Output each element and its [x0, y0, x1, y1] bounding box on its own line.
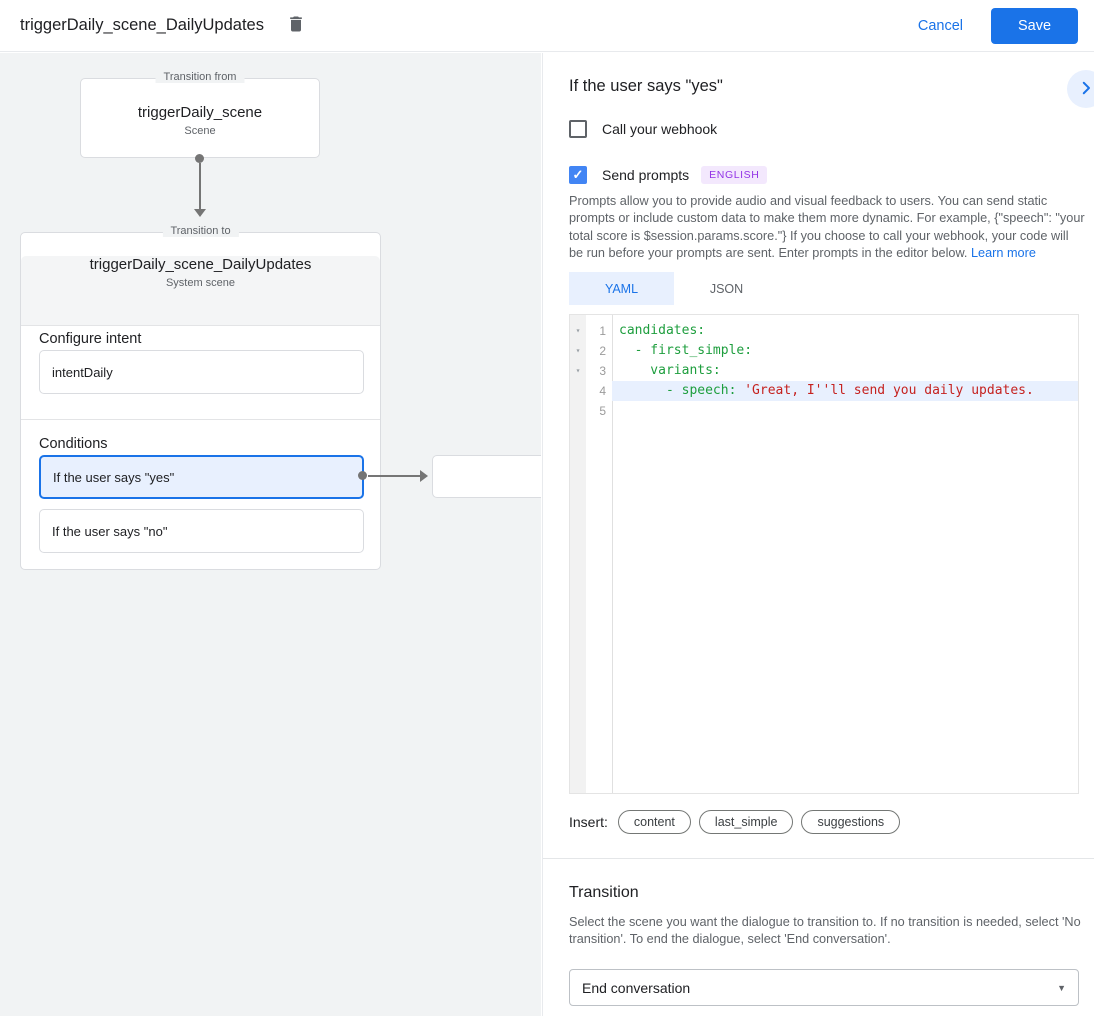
- insert-label: Insert:: [569, 814, 608, 830]
- transition-to-node[interactable]: Transition to triggerDaily_scene_DailyUp…: [20, 225, 381, 570]
- conditions-label: Conditions: [39, 436, 108, 452]
- editor-line-4[interactable]: 4 - speech: 'Great, I''ll send you daily…: [570, 381, 1078, 401]
- trash-icon: [286, 14, 306, 37]
- condition-connector-dot: [358, 471, 367, 480]
- webhook-checkbox-row[interactable]: Call your webhook: [569, 120, 717, 138]
- code-text: [612, 401, 1078, 421]
- transition-select[interactable]: End conversation ▼: [569, 969, 1079, 1006]
- fold-toggle-icon: [570, 401, 586, 421]
- editor-fold-gutter: [570, 315, 586, 793]
- condition-item-no[interactable]: If the user says "no": [39, 509, 364, 553]
- connector-line-vertical: [199, 163, 201, 209]
- condition-detail-panel: If the user says "yes" Call your webhook…: [542, 53, 1094, 1016]
- panel-divider: [543, 858, 1094, 859]
- yaml-key: - speech:: [619, 383, 745, 398]
- insert-chip-content[interactable]: content: [617, 810, 691, 834]
- transition-description: Select the scene you want the dialogue t…: [569, 915, 1081, 947]
- line-number: 1: [599, 324, 606, 338]
- insert-chip-last-simple[interactable]: last_simple: [698, 810, 794, 834]
- card-section-divider: [21, 419, 380, 420]
- prompt-code-editor[interactable]: ▾ 1 candidates: ▾ 2 - first_simple: ▾ 3 …: [569, 314, 1079, 794]
- editor-line-1[interactable]: ▾ 1 candidates:: [570, 321, 1078, 341]
- code-text: candidates:: [612, 321, 1078, 341]
- scene-flow-canvas[interactable]: Transition from triggerDaily_scene Scene…: [0, 53, 541, 1016]
- dropdown-caret-icon: ▼: [1057, 982, 1066, 993]
- line-number: 5: [599, 404, 606, 418]
- editor-lines: ▾ 1 candidates: ▾ 2 - first_simple: ▾ 3 …: [570, 321, 1078, 421]
- cancel-button[interactable]: Cancel: [917, 17, 963, 34]
- intent-field[interactable]: intentDaily: [39, 350, 364, 394]
- topbar-actions: Cancel Save: [917, 7, 1078, 44]
- editor-gutter-separator: [612, 315, 613, 793]
- insert-row: Insert: content last_simple suggestions: [569, 810, 908, 834]
- send-prompts-checkbox-row[interactable]: ✓ Send prompts ENGLISH: [569, 166, 768, 184]
- send-prompts-label: Send prompts: [602, 167, 690, 183]
- yaml-key: variants:: [619, 363, 721, 378]
- fold-toggle-icon[interactable]: [570, 381, 586, 401]
- delete-scene-button[interactable]: [282, 12, 310, 40]
- transition-to-legend: Transition to: [162, 225, 239, 237]
- yaml-string: 'Great, I''ll send you daily updates.: [744, 383, 1034, 398]
- line-number: 4: [599, 384, 606, 398]
- webhook-label: Call your webhook: [602, 121, 718, 137]
- webhook-checkbox[interactable]: [569, 120, 587, 138]
- to-scene-name: triggerDaily_scene_DailyUpdates: [89, 256, 312, 273]
- intent-field-value: intentDaily: [52, 364, 113, 380]
- tab-json[interactable]: JSON: [709, 281, 744, 296]
- configure-intent-label: Configure intent: [39, 331, 142, 347]
- yaml-key: candidates:: [619, 323, 706, 338]
- tab-yaml[interactable]: YAML: [569, 272, 674, 305]
- condition-no-label: If the user says "no": [52, 523, 168, 539]
- panel-title: If the user says "yes": [569, 77, 723, 95]
- fold-toggle-icon[interactable]: ▾: [575, 346, 581, 355]
- code-text: - first_simple:: [612, 341, 1078, 361]
- line-number: 2: [599, 344, 606, 358]
- transition-section-title: Transition: [569, 884, 639, 901]
- line-number: 3: [599, 364, 606, 378]
- scene-card-header: triggerDaily_scene_DailyUpdates System s…: [21, 256, 380, 326]
- from-scene-name: triggerDaily_scene: [137, 104, 263, 121]
- collapse-panel-button[interactable]: [1067, 70, 1094, 108]
- top-bar: triggerDaily_scene_DailyUpdates Cancel S…: [0, 0, 1094, 52]
- chevron-right-icon: [1077, 79, 1094, 100]
- fold-toggle-icon[interactable]: ▾: [575, 366, 581, 375]
- to-scene-type: System scene: [165, 277, 236, 289]
- next-transition-node[interactable]: [432, 455, 541, 498]
- arrow-down-icon: [194, 209, 206, 217]
- page-title: triggerDaily_scene_DailyUpdates: [20, 16, 264, 34]
- code-text-active-line: - speech: 'Great, I''ll send you daily u…: [612, 381, 1078, 401]
- editor-line-3[interactable]: ▾ 3 variants:: [570, 361, 1078, 381]
- fold-toggle-icon[interactable]: ▾: [575, 326, 581, 335]
- arrow-right-icon: [420, 470, 428, 482]
- prompts-description: Prompts allow you to provide audio and v…: [569, 193, 1085, 263]
- editor-line-5[interactable]: 5: [570, 401, 1078, 421]
- transition-select-value: End conversation: [582, 979, 691, 996]
- transition-from-node[interactable]: Transition from triggerDaily_scene Scene: [80, 71, 320, 158]
- editor-format-tabs: YAML JSON: [569, 272, 779, 305]
- connector-dot: [195, 154, 204, 163]
- insert-chip-suggestions[interactable]: suggestions: [801, 810, 901, 834]
- condition-yes-label: If the user says "yes": [53, 469, 175, 485]
- save-button[interactable]: Save: [991, 7, 1078, 44]
- transition-from-legend: Transition from: [155, 71, 245, 83]
- editor-line-2[interactable]: ▾ 2 - first_simple:: [570, 341, 1078, 361]
- connector-line-horizontal: [368, 475, 420, 477]
- from-scene-type: Scene: [184, 125, 216, 137]
- condition-item-yes[interactable]: If the user says "yes": [39, 455, 364, 499]
- language-badge: ENGLISH: [701, 166, 768, 184]
- send-prompts-checkbox[interactable]: ✓: [569, 166, 587, 184]
- code-text: variants:: [612, 361, 1078, 381]
- yaml-key: - first_simple:: [619, 343, 753, 358]
- learn-more-link[interactable]: Learn more: [971, 246, 1036, 261]
- prompts-description-text: Prompts allow you to provide audio and v…: [569, 194, 1085, 261]
